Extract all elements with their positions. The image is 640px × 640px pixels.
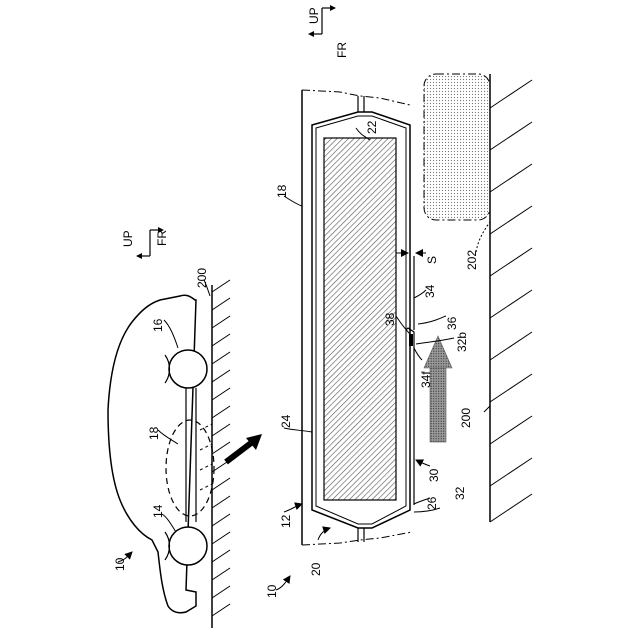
label-part-34f: 34f xyxy=(419,371,433,388)
label-car-battery: 18 xyxy=(147,426,161,440)
vehicle-side-view xyxy=(108,227,262,628)
label-panel-24: 24 xyxy=(279,414,293,428)
ground-hatch-large xyxy=(490,80,532,522)
label-up-large: UP xyxy=(307,7,321,24)
front-wheel-14 xyxy=(169,527,207,565)
label-front-wheel: 14 xyxy=(151,504,165,518)
label-plate-32: 32 xyxy=(453,486,467,500)
label-pack-20: 20 xyxy=(309,562,323,576)
label-part-38: 38 xyxy=(383,312,397,326)
label-ground-200: 200 xyxy=(459,408,473,428)
label-bottom-10: 10 xyxy=(265,584,279,598)
label-up-small: UP xyxy=(121,230,135,247)
joint-38 xyxy=(409,334,413,346)
label-part-32b: 32b xyxy=(455,332,469,352)
label-plate-30: 30 xyxy=(427,468,441,482)
label-module-22: 22 xyxy=(365,120,379,134)
label-car-ref: 10 xyxy=(113,557,127,571)
rear-wheel-16 xyxy=(169,350,207,388)
label-panel-18: 18 xyxy=(275,184,289,198)
label-plate-34: 34 xyxy=(423,284,437,298)
label-obstacle-202: 202 xyxy=(465,250,479,270)
label-plate-36: 36 xyxy=(445,316,459,330)
break-line-top xyxy=(302,90,410,105)
obstacle-202 xyxy=(424,74,490,220)
label-ref-12: 12 xyxy=(279,514,293,528)
label-rear-wheel: 16 xyxy=(151,318,165,332)
label-gap-s: S xyxy=(425,256,439,264)
enlarged-cross-section xyxy=(276,5,532,590)
label-ground-small: 200 xyxy=(195,268,209,288)
ground-hatch-small xyxy=(212,280,230,616)
label-fr-large: FR xyxy=(335,42,349,58)
label-fr-small: FR xyxy=(155,230,169,246)
label-plate-26: 26 xyxy=(425,496,439,510)
